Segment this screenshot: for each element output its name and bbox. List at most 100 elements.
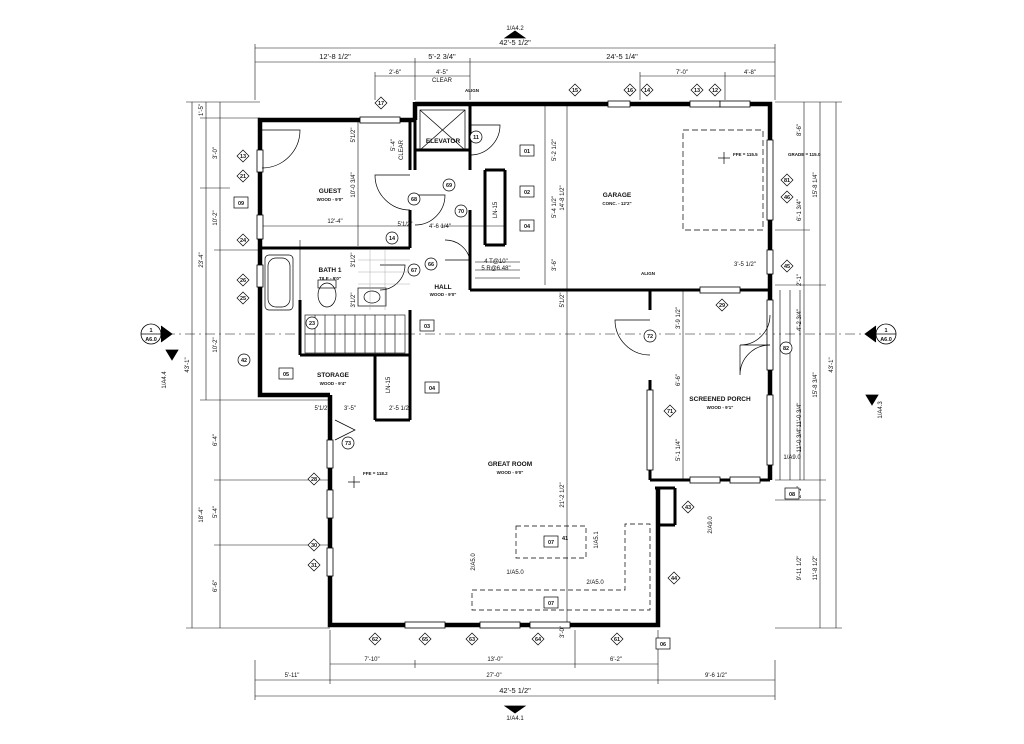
- dim-bottom-b: 13'-0": [487, 657, 502, 663]
- window-tag-16: 16: [627, 88, 633, 94]
- dim-top-overall: 42'-5 1/2": [499, 38, 531, 47]
- section-ref-bottom: 1/A4.1: [506, 716, 524, 722]
- dim-int-guest-w: 12'-4": [327, 219, 342, 225]
- dim-bottom-overall: 42'-5 1/2": [499, 686, 531, 695]
- dim-left-b: 3'-0": [213, 147, 219, 159]
- dim-int-elev-w: 5'-4": [391, 139, 397, 151]
- clear-vertical-note: CLEAR: [399, 139, 405, 160]
- window-tag-15: 15: [572, 88, 578, 94]
- window-tag-70: 70: [458, 209, 464, 215]
- window-tag-65: 65: [422, 637, 428, 643]
- window-tag-62: 62: [372, 637, 378, 643]
- dim-bottom-mid: 27'-0": [486, 673, 501, 679]
- dim-top-right: 24'-5 1/4": [606, 52, 638, 61]
- windows: [256, 100, 774, 629]
- dim-left-a: 1'-5": [199, 104, 205, 116]
- window-tag-12: 12: [712, 88, 718, 94]
- window-tag-41: 41: [562, 536, 568, 542]
- door-tag-boxes: [233, 144, 800, 650]
- dim-bottom-c: 6'-2": [610, 657, 622, 663]
- window-tag-26: 26: [240, 278, 246, 284]
- window-tag-44: 44: [671, 576, 678, 582]
- door-tag-06: 06: [660, 642, 666, 648]
- interior-walls: [260, 104, 770, 527]
- dim-top-a: 2'-6": [389, 70, 401, 76]
- linen-note: LN-15: [493, 201, 499, 218]
- stairs: [304, 261, 520, 354]
- dim-right-overall: 43'-1": [829, 357, 835, 372]
- exterior-walls: [257, 101, 773, 628]
- dim-int-porch-h: 11'-0 3/4": [797, 428, 803, 453]
- section-ref-left-side: 1/A4.4: [162, 371, 168, 389]
- section-left-sheet: A6.0: [145, 337, 157, 343]
- section-ref-a2: 1/A5.0: [506, 570, 524, 576]
- window-tag-25: 25: [240, 296, 246, 302]
- ffe-main-label: FFE = 118.2: [363, 471, 388, 476]
- room-porch-finish: WOOD - 9'1": [707, 405, 734, 410]
- dim-int-guest-h: 10'-0 3/4": [351, 172, 357, 197]
- window-tag-31: 31: [311, 563, 317, 569]
- window-tag-13b: 13: [240, 154, 246, 160]
- window-tag-67: 67: [411, 268, 417, 274]
- window-tag-82: 82: [783, 346, 789, 352]
- room-storage-finish: WOOD - 9'4": [320, 381, 347, 386]
- door-tag-09: 09: [238, 201, 244, 207]
- dim-int-garage-d: 3'-5 1/2": [734, 262, 756, 268]
- dim-left-c: 10'-2": [213, 210, 219, 225]
- dim-right-j: 11'-8 1/2": [813, 556, 819, 581]
- room-guest-finish: WOOD - 9'0": [317, 197, 344, 202]
- dim-int-garage-a: 5'-2 1/2": [552, 139, 558, 161]
- room-hall-finish: WOOD - 9'0": [430, 292, 457, 297]
- window-tag-13: 13: [694, 88, 700, 94]
- door-tag-07b: 07: [548, 601, 554, 607]
- dim-int-porch-a: 6'-6": [676, 374, 682, 386]
- elevation-markers: [348, 152, 730, 488]
- section-ref-a3: 2/A5.0: [586, 580, 604, 586]
- room-bath-finish: TILE - 9'0": [319, 276, 341, 281]
- window-tag-42: 42: [241, 358, 247, 364]
- window-tag-69: 69: [446, 183, 452, 189]
- section-right-num: 1: [884, 328, 887, 334]
- dim-top-mid: 5'-2 3/4": [428, 52, 456, 61]
- dim-left-f: 6'-4": [213, 434, 219, 446]
- dim-right-b: 15'-8 1/4": [813, 172, 819, 197]
- dim-int-gr-a: 5'1/2": [560, 293, 566, 308]
- dim-right-h: 2'-1": [797, 486, 803, 498]
- bath-tile-grid: [358, 250, 410, 310]
- dim-bottom-a: 7'-10": [364, 657, 379, 663]
- room-garage-finish: CONC. - 12'2": [602, 201, 631, 206]
- dim-int-stair-b: 5 R@6.48": [481, 266, 510, 272]
- dim-left-e: 10'-2": [213, 337, 219, 352]
- dim-int-stair-a: 4 T@10": [484, 259, 507, 265]
- dim-int-garage-h: 14'-8 1/2": [560, 185, 566, 210]
- dim-left-h: 5'-4": [213, 506, 219, 518]
- dim-top-b: 4'-5": [436, 70, 448, 76]
- dim-left-overall: 43'-1": [185, 357, 191, 372]
- doors: [261, 124, 771, 441]
- great-room-furniture: [471, 523, 651, 611]
- dim-right-f: 15'-8 3/4": [813, 372, 819, 397]
- dim-top-d: 4'-8": [744, 70, 756, 76]
- garage-parking-outline: [682, 129, 764, 231]
- window-tag-shapes: [236, 83, 794, 646]
- door-tag-07: 07: [548, 540, 554, 546]
- dim-right-i: 9'-11 1/2": [797, 556, 803, 581]
- window-tag-68: 68: [411, 197, 417, 203]
- section-ref-top: 1/A4.2: [506, 26, 524, 32]
- window-tag-14: 14: [644, 88, 651, 94]
- room-great-room-name: GREAT ROOM: [488, 461, 532, 468]
- dim-left-d: 23'-4": [199, 252, 205, 267]
- ffe-garage-label: FFE = 115.5: [733, 152, 758, 157]
- room-hall-name: HALL: [434, 284, 451, 291]
- door-tag-04b: 04: [429, 386, 436, 392]
- window-tag-73: 73: [345, 441, 351, 447]
- door-tag-05: 05: [283, 372, 289, 378]
- dim-int-bath-b: 3'1/2": [351, 293, 357, 308]
- dim-int-gr-b: 3'-0": [560, 626, 566, 638]
- clear-note: CLEAR: [432, 78, 453, 84]
- dim-int-guest-a: 5'1/2": [351, 128, 357, 143]
- dim-int-porch-b: 5'-1 1/4": [676, 439, 682, 461]
- dim-right-a: 8'-6": [797, 124, 803, 136]
- window-tag-24: 24: [240, 238, 247, 244]
